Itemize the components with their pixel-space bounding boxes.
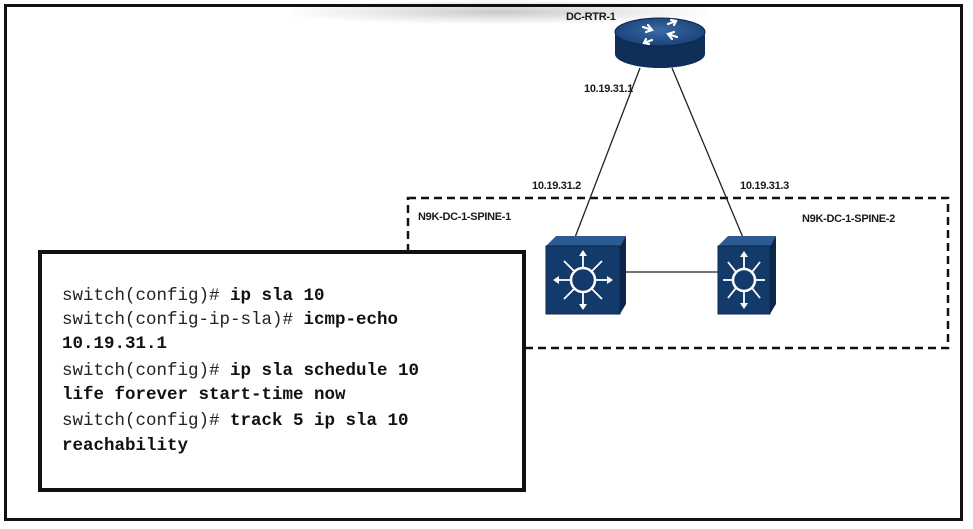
cli-line: life forever start-time now [62,383,346,407]
cli-prompt: switch(config-ip-sla)# [62,310,304,330]
cli-command: ip sla schedule 10 [230,361,420,381]
cli-prompt: switch(config)# [62,361,231,381]
spine2-switch-icon [717,236,776,315]
cli-command: ip sla 10 [230,286,325,306]
cli-command: icmp-echo [303,310,399,330]
cli-command: reachability [62,436,189,456]
router-name-label: DC-RTR-1 [566,11,616,23]
cli-command: track 5 ip sla 10 [230,411,409,431]
cli-line: 10.19.31.1 [62,332,167,356]
cli-line: reachability [62,434,188,458]
cli-config-box: switch(config)# ip sla 10 switch(config-… [38,250,526,492]
spine1-ip-label: 10.19.31.2 [532,180,581,192]
spine1-switch-icon [545,236,626,315]
router-icon [614,17,706,68]
router-ip-label: 10.19.31.1 [584,83,633,95]
spine2-name-label: N9K-DC-1-SPINE-2 [802,213,895,225]
cli-command: 10.19.31.1 [62,334,168,354]
spine2-ip-label: 10.19.31.3 [740,180,789,192]
cli-command: life forever start-time now [62,385,346,405]
cli-line: switch(config)# track 5 ip sla 10 [62,409,409,433]
cli-line: switch(config)# ip sla schedule 10 [62,359,419,383]
cli-prompt: switch(config)# [62,286,231,306]
spine1-name-label: N9K-DC-1-SPINE-1 [418,211,511,223]
figure-border [4,4,963,521]
cli-line: switch(config)# ip sla 10 [62,284,325,308]
link-router-spine2 [671,67,745,241]
cli-line: switch(config-ip-sla)# icmp-echo [62,308,398,332]
cli-prompt: switch(config)# [62,411,231,431]
link-router-spine1 [573,67,641,241]
